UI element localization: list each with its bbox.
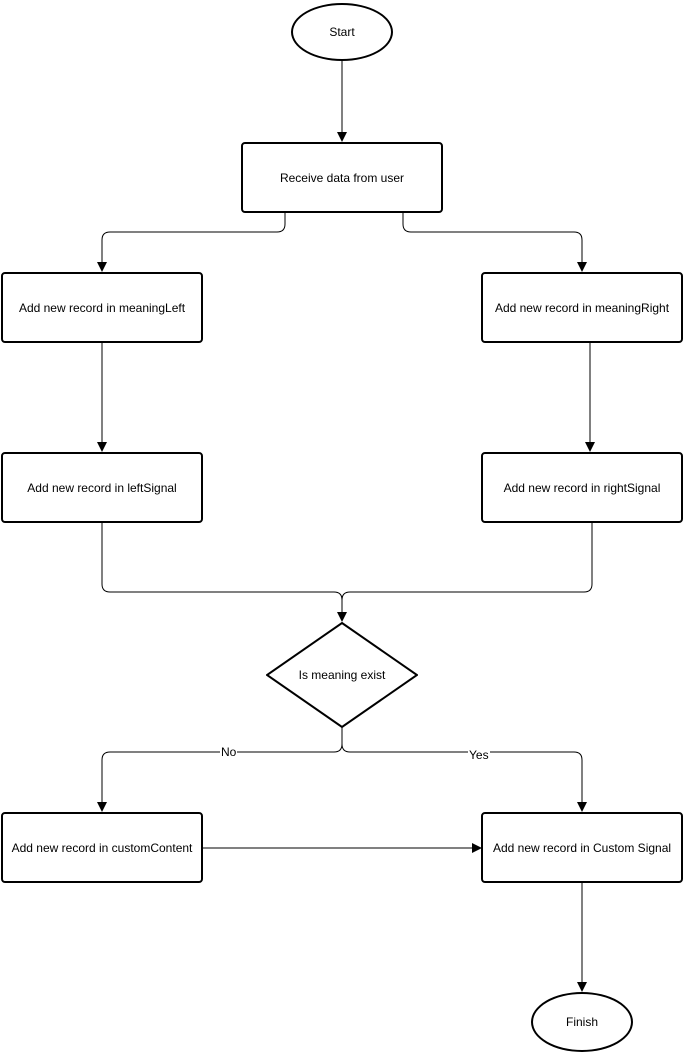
start-label: Start bbox=[329, 25, 355, 39]
custom-signal-box: Add new record in Custom Signal bbox=[481, 812, 683, 883]
right-signal-box: Add new record in rightSignal bbox=[481, 452, 683, 523]
decision-label: Is meaning exist bbox=[298, 668, 386, 682]
receive-data-box: Receive data from user bbox=[241, 142, 443, 213]
decision-diamond bbox=[266, 622, 418, 728]
edge-receive-to-meaning-left bbox=[97, 212, 286, 272]
left-signal-box: Add new record in leftSignal bbox=[1, 452, 203, 523]
meaning-exist-decision: Is meaning exist bbox=[266, 622, 418, 728]
custom-content-box: Add new record in customContent bbox=[1, 812, 203, 883]
receive-data-label: Receive data from user bbox=[279, 170, 405, 185]
finish-label: Finish bbox=[565, 1015, 598, 1029]
meaning-right-label: Add new record in meaningRight bbox=[494, 300, 670, 315]
edge-left-signal-to-decision bbox=[101, 522, 347, 622]
left-signal-label: Add new record in leftSignal bbox=[27, 480, 177, 495]
edge-decision-yes bbox=[341, 727, 587, 812]
edge-label-yes: Yes bbox=[468, 748, 490, 762]
finish-terminal: Finish bbox=[531, 992, 633, 1052]
edge-label-no: No bbox=[220, 745, 238, 759]
meaning-left-box: Add new record in meaningLeft bbox=[1, 272, 203, 343]
start-terminal: Start bbox=[291, 3, 393, 61]
meaning-right-box: Add new record in meaningRight bbox=[481, 272, 683, 343]
meaning-left-label: Add new record in meaningLeft bbox=[18, 300, 186, 315]
edge-receive-to-meaning-right bbox=[402, 212, 587, 272]
custom-content-label: Add new record in customContent bbox=[11, 840, 193, 855]
edge-decision-no bbox=[97, 727, 343, 812]
edge-right-signal-to-decision bbox=[341, 522, 593, 601]
right-signal-label: Add new record in rightSignal bbox=[503, 480, 661, 495]
custom-signal-label: Add new record in Custom Signal bbox=[492, 840, 672, 855]
